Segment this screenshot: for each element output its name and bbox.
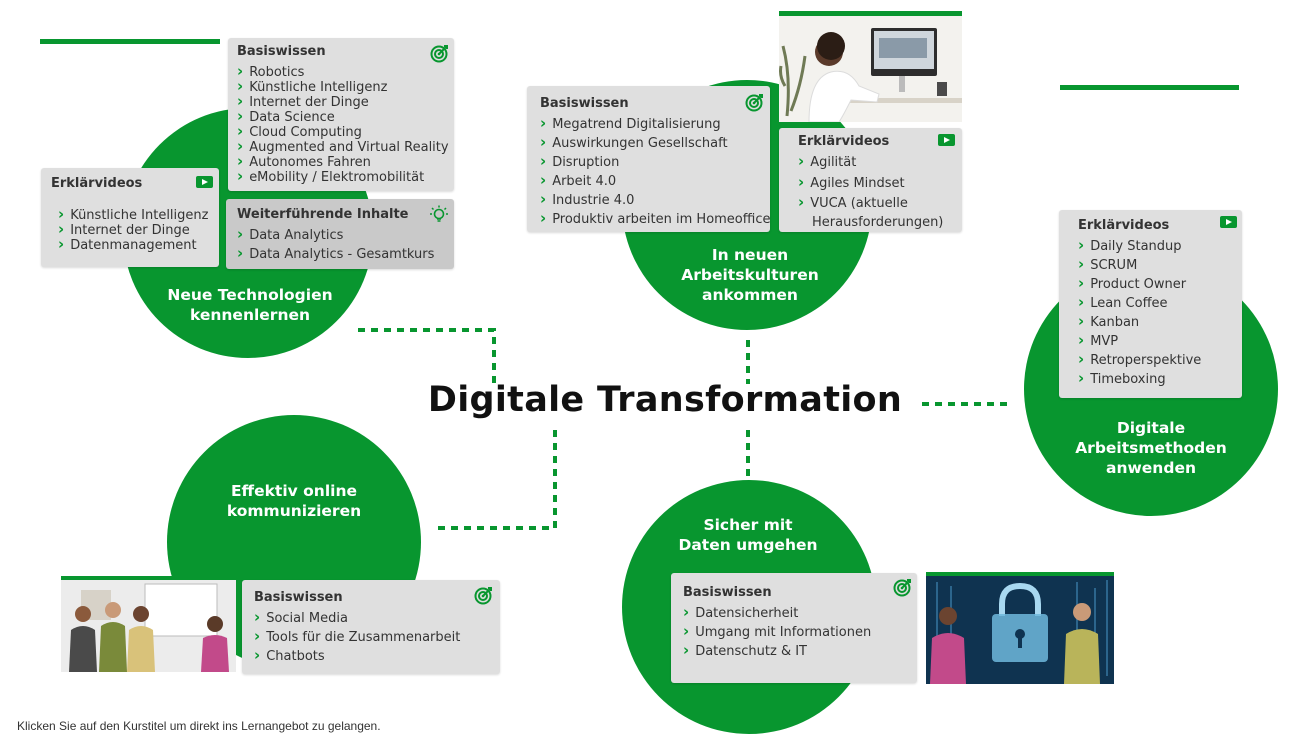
page-title: Digitale Transformation	[427, 380, 903, 420]
accent-line	[926, 572, 1114, 576]
basis-list-tech: Robotics Künstliche Intelligenz Internet…	[237, 64, 449, 185]
video-link[interactable]: Timeboxing	[1078, 369, 1201, 388]
videos-box-methods: Erklärvideos Daily Standup SCRUM Product…	[1059, 210, 1242, 398]
video-link[interactable]: Agilität	[798, 152, 956, 173]
course-link[interactable]: eMobility / Elektromobilität	[237, 169, 449, 185]
video-link[interactable]: VUCA (aktuelle Herausforderungen)	[798, 193, 956, 232]
accent-line	[40, 39, 220, 44]
box-title: Weiterführende Inhalte	[237, 207, 409, 222]
topic-title-methods[interactable]: Digitale Arbeitsmethoden anwenden	[1075, 419, 1227, 477]
photo-security	[926, 576, 1114, 684]
video-link[interactable]: Agiles Mindset	[798, 173, 956, 194]
basis-list-data: Datensicherheit Umgang mit Informationen…	[683, 603, 871, 660]
target-icon	[474, 587, 492, 605]
videos-list-culture: Agilität Agiles Mindset VUCA (aktuelle H…	[798, 152, 956, 232]
basis-list-communication: Social Media Tools für die Zusammenarbei…	[254, 608, 460, 665]
course-link[interactable]: Data Analytics	[237, 225, 434, 244]
course-link[interactable]: Datenschutz & IT	[683, 641, 871, 660]
basis-list-culture: Megatrend Digitalisierung Auswirkungen G…	[540, 114, 770, 228]
course-link[interactable]: Disruption	[540, 152, 770, 171]
basis-box-culture: Basiswissen Megatrend Digitalisierung Au…	[527, 86, 770, 232]
further-box-tech: Weiterführende Inhalte Data Analytics Da…	[226, 199, 454, 269]
accent-line	[1060, 85, 1239, 90]
target-icon	[893, 579, 911, 597]
target-icon	[745, 94, 763, 112]
course-link[interactable]: Chatbots	[254, 646, 460, 665]
video-link[interactable]: MVP	[1078, 331, 1201, 350]
course-link[interactable]: Auswirkungen Gesellschaft	[540, 133, 770, 152]
course-link[interactable]: Arbeit 4.0	[540, 171, 770, 190]
play-icon	[196, 176, 213, 188]
basis-box-communication: Basiswissen Social Media Tools für die Z…	[242, 580, 500, 674]
photo-team	[61, 580, 236, 672]
lightbulb-icon	[430, 205, 448, 222]
homeoffice-illustration	[779, 16, 962, 122]
course-link[interactable]: Social Media	[254, 608, 460, 627]
course-link[interactable]: Robotics	[237, 64, 449, 80]
course-link[interactable]: Data Analytics - Gesamtkurs	[237, 244, 434, 263]
course-link[interactable]: Tools für die Zusammenarbeit	[254, 627, 460, 646]
videos-box-culture: Erklärvideos Agilität Agiles Mindset VUC…	[779, 128, 962, 232]
box-title: Basiswissen	[540, 96, 629, 111]
video-link[interactable]: Lean Coffee	[1078, 293, 1201, 312]
connector-tech	[358, 328, 496, 384]
security-illustration	[926, 576, 1114, 684]
topic-title-data[interactable]: Sicher mit Daten umgehen	[678, 516, 818, 554]
videos-list-methods: Daily Standup SCRUM Product Owner Lean C…	[1078, 236, 1201, 388]
video-link[interactable]: SCRUM	[1078, 255, 1201, 274]
basis-box-tech: Basiswissen Robotics Künstliche Intellig…	[228, 38, 454, 191]
course-link[interactable]: Industrie 4.0	[540, 190, 770, 209]
course-link[interactable]: Umgang mit Informationen	[683, 622, 871, 641]
videos-list-tech: Künstliche Intelligenz Internet der Ding…	[58, 207, 208, 253]
video-link[interactable]: Product Owner	[1078, 274, 1201, 293]
box-title: Erklärvideos	[51, 176, 143, 191]
play-icon	[1220, 216, 1237, 228]
course-link[interactable]: Augmented and Virtual Reality	[237, 139, 448, 155]
topic-title-tech[interactable]: Neue Technologien kennenlernen	[167, 286, 333, 324]
topic-title-communication[interactable]: Effektiv online kommunizieren	[226, 482, 362, 520]
video-link[interactable]: Künstliche Intelligenz	[58, 207, 208, 223]
accent-line	[61, 576, 236, 580]
footer-hint: Klicken Sie auf den Kurstitel um direkt …	[17, 719, 381, 733]
team-illustration	[61, 580, 236, 672]
course-link[interactable]: Künstliche Intelligenz	[237, 79, 449, 95]
course-link[interactable]: Produktiv arbeiten im Homeoffice	[540, 209, 770, 228]
videos-box-tech: Erklärvideos Künstliche Intelligenz Inte…	[41, 168, 219, 267]
video-link[interactable]: Retroperspektive	[1078, 350, 1201, 369]
video-link[interactable]: Internet der Dinge	[58, 222, 208, 238]
box-title: Basiswissen	[683, 585, 772, 600]
box-title: Basiswissen	[237, 44, 326, 59]
course-link[interactable]: Megatrend Digitalisierung	[540, 114, 770, 133]
box-title: Erklärvideos	[798, 134, 890, 149]
video-link[interactable]: Daily Standup	[1078, 236, 1201, 255]
course-link[interactable]: Data Science	[237, 109, 449, 125]
course-link[interactable]: Internet der Dinge	[237, 94, 449, 110]
box-title: Basiswissen	[254, 590, 343, 605]
play-icon	[938, 134, 955, 146]
target-icon	[430, 45, 448, 63]
box-title: Erklärvideos	[1078, 218, 1170, 233]
course-link[interactable]: Cloud Computing	[237, 124, 449, 140]
video-link[interactable]: Datenmanagement	[58, 237, 208, 253]
course-link[interactable]: Datensicherheit	[683, 603, 871, 622]
basis-box-data: Basiswissen Datensicherheit Umgang mit I…	[671, 573, 917, 683]
course-link[interactable]: Autonomes Fahren	[237, 154, 449, 170]
further-list-tech: Data Analytics Data Analytics - Gesamtku…	[237, 225, 434, 263]
video-link[interactable]: Kanban	[1078, 312, 1201, 331]
accent-line	[779, 11, 962, 16]
photo-homeoffice	[779, 16, 962, 122]
topic-title-culture[interactable]: In neuen Arbeitskulturen ankommen	[681, 246, 819, 304]
connector-communication	[438, 430, 557, 530]
